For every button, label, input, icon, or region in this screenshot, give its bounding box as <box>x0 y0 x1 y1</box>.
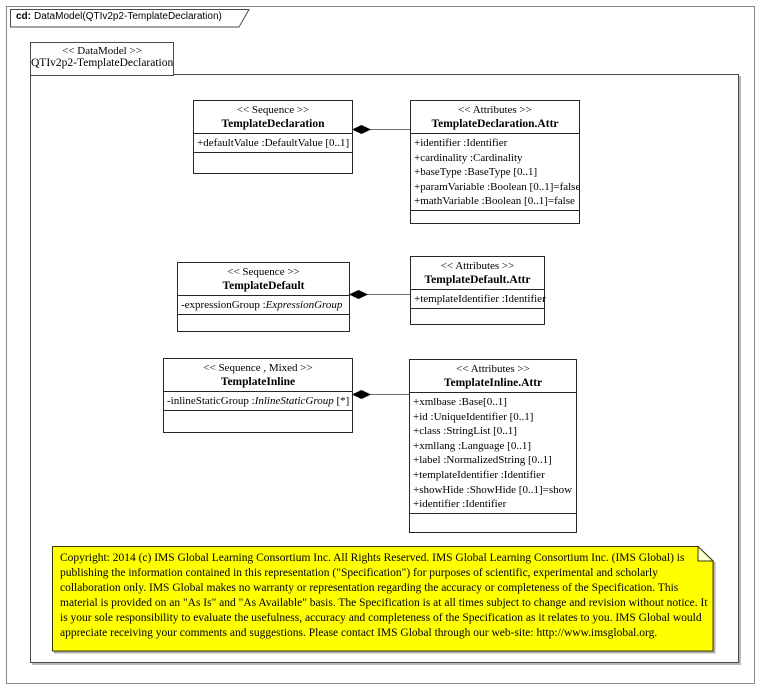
attribute-row: +defaultValue :DefaultValue [0..1] <box>197 136 349 151</box>
composition-diamond-icon <box>352 125 371 134</box>
class-name: TemplateDefault.Attr <box>424 274 531 286</box>
attribute-row: -inlineStaticGroup :InlineStaticGroup [*… <box>167 394 349 409</box>
class-template-declaration[interactable]: << Sequence >> TemplateDeclaration +defa… <box>193 100 353 174</box>
attribute-row: +templateIdentifier :Identifier <box>414 292 546 307</box>
class-template-declaration-attr[interactable]: << Attributes >> TemplateDeclaration.Att… <box>410 100 580 224</box>
attributes-compartment: +templateIdentifier :Identifier <box>411 289 546 308</box>
composition-diamond-icon <box>352 390 371 399</box>
attribute-text: +xmllang :Language [0..1] <box>413 439 532 452</box>
empty-compartment <box>194 151 352 173</box>
class-stereotype: << Attributes >> <box>440 260 515 272</box>
attribute-text: -inlineStaticGroup : <box>167 395 255 407</box>
class-stereotype: << Sequence >> <box>236 104 310 116</box>
composition-connector-default[interactable] <box>350 294 410 295</box>
attribute-text: +templateIdentifier :Identifier <box>413 468 545 481</box>
attributes-compartment: +defaultValue :DefaultValue [0..1] <box>194 133 352 152</box>
package-header[interactable]: << DataModel >> QTIv2p2-TemplateDeclarat… <box>30 42 174 76</box>
class-header: << Sequence >> TemplateDeclaration <box>194 101 352 133</box>
class-header: << Attributes >> TemplateDeclaration.Att… <box>411 101 579 133</box>
attribute-row: +mathVariable :Boolean [0..1]=false <box>414 194 576 209</box>
attribute-text: +class :StringList [0..1] <box>413 425 517 438</box>
attribute-row: +xmlbase :Base[0..1] <box>413 395 573 410</box>
attributes-compartment: -expressionGroup :ExpressionGroup <box>178 295 349 314</box>
attribute-text: +templateIdentifier :Identifier <box>414 293 546 305</box>
class-stereotype: << Attributes >> <box>458 104 532 116</box>
composition-connector-inline[interactable] <box>353 394 409 395</box>
class-stereotype: << Attributes >> <box>456 363 530 375</box>
attribute-text: +defaultValue :DefaultValue [0..1] <box>197 137 350 149</box>
attribute-row: +id :UniqueIdentifier [0..1] <box>413 410 573 425</box>
diagram-tab-title: cd:DataModel(QTIv2p2-TemplateDeclaration… <box>16 11 222 22</box>
class-template-inline[interactable]: << Sequence , Mixed >> TemplateInline -i… <box>163 358 353 433</box>
attribute-row: +identifier :Identifier <box>414 136 576 151</box>
attribute-text: +mathVariable :Boolean [0..1]=false <box>414 195 575 208</box>
class-header: << Sequence >> TemplateDefault <box>178 263 349 295</box>
composition-diamond-icon <box>349 290 368 299</box>
class-header: << Sequence , Mixed >> TemplateInline <box>164 359 352 391</box>
attribute-row: +class :StringList [0..1] <box>413 424 573 439</box>
attribute-suffix: [*] <box>333 395 350 407</box>
package-stereotype: << DataModel >> <box>62 45 142 57</box>
class-name: TemplateInline.Attr <box>443 377 543 389</box>
attribute-text: -expressionGroup : <box>181 299 266 311</box>
attribute-row: -expressionGroup :ExpressionGroup <box>181 298 346 313</box>
attribute-type-italic: ExpressionGroup <box>265 299 343 311</box>
empty-compartment <box>410 512 576 532</box>
attributes-compartment: +xmlbase :Base[0..1] +id :UniqueIdentifi… <box>410 392 576 513</box>
attribute-text: +identifier :Identifier <box>413 498 507 511</box>
diagram-tab: cd:DataModel(QTIv2p2-TemplateDeclaration… <box>10 9 250 28</box>
copyright-note-text: Copyright: 2014 (c) IMS Global Learning … <box>60 552 708 639</box>
diagram-tab-shape <box>10 9 250 28</box>
class-name: TemplateDeclaration <box>221 118 325 130</box>
package-name: QTIv2p2-TemplateDeclaration <box>31 57 174 69</box>
class-template-inline-attr[interactable]: << Attributes >> TemplateInline.Attr +xm… <box>409 359 577 533</box>
empty-compartment <box>164 409 352 432</box>
class-header: << Attributes >> TemplateInline.Attr <box>410 360 576 392</box>
empty-compartment <box>178 313 349 331</box>
empty-compartment <box>411 307 544 324</box>
attribute-row: +identifier :Identifier <box>413 497 573 512</box>
attribute-row: +cardinality :Cardinality <box>414 151 576 166</box>
empty-compartment <box>411 209 579 223</box>
diagram-type-label: cd: <box>16 11 31 22</box>
attributes-compartment: -inlineStaticGroup :InlineStaticGroup [*… <box>164 391 352 410</box>
class-stereotype: << Sequence >> <box>227 266 300 278</box>
class-template-default-attr[interactable]: << Attributes >> TemplateDefault.Attr +t… <box>410 256 546 325</box>
attribute-type-italic: InlineStaticGroup <box>254 395 334 407</box>
attribute-text: +baseType :BaseType [0..1] <box>414 166 538 179</box>
class-template-default[interactable]: << Sequence >> TemplateDefault -expressi… <box>177 262 350 332</box>
attribute-text: +cardinality :Cardinality <box>414 151 523 164</box>
attribute-row: +baseType :BaseType [0..1] <box>414 165 576 180</box>
attribute-row: +paramVariable :Boolean [0..1]=false <box>414 180 580 195</box>
attribute-text: +showHide :ShowHide [0..1]=show <box>413 483 573 496</box>
diagram-name-label: DataModel(QTIv2p2-TemplateDeclaration) <box>34 11 222 22</box>
class-stereotype: << Sequence , Mixed >> <box>203 362 313 374</box>
attribute-text: +label :NormalizedString [0..1] <box>413 454 552 467</box>
copyright-note[interactable] <box>52 546 714 652</box>
note-dogear-icon <box>697 546 714 562</box>
attribute-text: +xmlbase :Base[0..1] <box>413 396 507 408</box>
class-name: TemplateDefault <box>222 280 305 292</box>
class-name: TemplateInline <box>220 376 296 388</box>
class-name: TemplateDeclaration.Attr <box>431 118 559 130</box>
attribute-text: +identifier :Identifier <box>414 137 508 149</box>
attribute-text: +id :UniqueIdentifier [0..1] <box>413 410 534 423</box>
composition-connector-declaration[interactable] <box>353 129 410 130</box>
class-header: << Attributes >> TemplateDefault.Attr <box>411 257 544 289</box>
attribute-row: +showHide :ShowHide [0..1]=show <box>413 483 573 498</box>
attribute-row: +templateIdentifier :Identifier <box>413 468 573 483</box>
attribute-text: +paramVariable :Boolean [0..1]=false <box>414 180 581 193</box>
attributes-compartment: +identifier :Identifier +cardinality :Ca… <box>411 133 580 210</box>
attribute-row: +xmllang :Language [0..1] <box>413 439 573 454</box>
attribute-row: +label :NormalizedString [0..1] <box>413 453 573 468</box>
